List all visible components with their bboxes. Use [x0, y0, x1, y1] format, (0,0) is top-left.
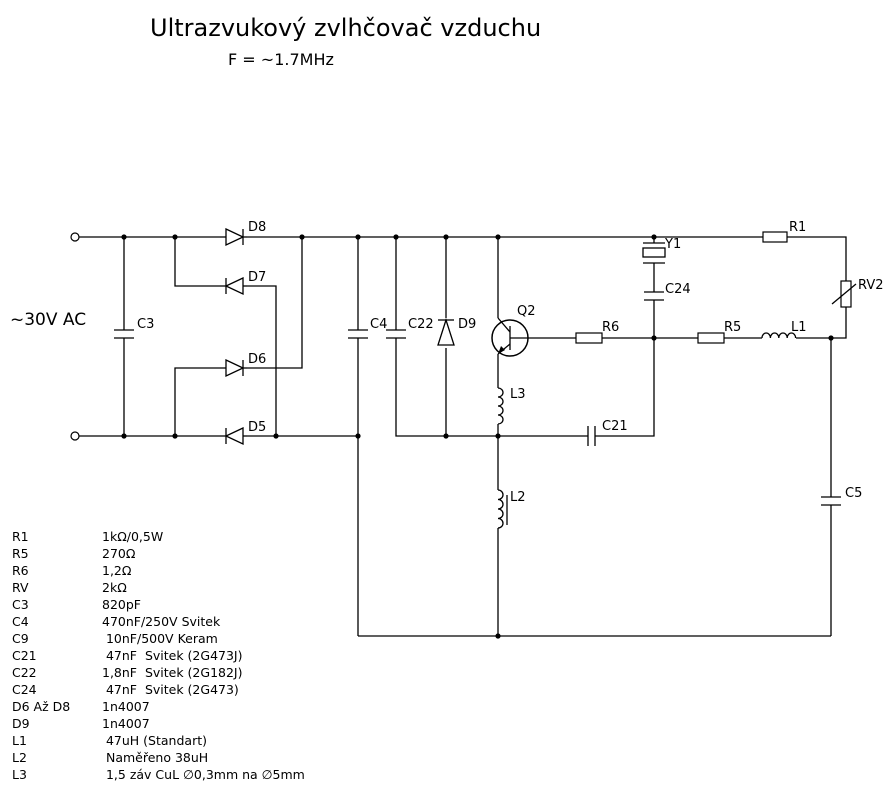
parts-list-value: Naměřeno 38uH [102, 750, 208, 765]
parts-list-value: 47nF Svitek (2G473) [102, 682, 239, 697]
diode-d6-symbol [220, 358, 247, 378]
capacitor-c5-symbol [821, 496, 841, 506]
label-r1: R1 [789, 220, 806, 235]
terminal-top [70, 232, 80, 242]
parts-list-value: 2kΩ [102, 580, 127, 595]
label-q2: Q2 [517, 304, 536, 319]
terminal-bottom [70, 431, 80, 441]
label-l3: L3 [510, 387, 526, 402]
capacitor-c3-symbol [114, 329, 134, 339]
component-labels: D8 D7 D6 D5 C3 C4 C22 D9 Q2 Y1 C24 R1 RV… [137, 220, 884, 505]
parts-list-value: 1kΩ/0,5W [102, 529, 163, 544]
parts-list-value: 1n4007 [102, 699, 150, 714]
parts-list-ref: L1 [12, 733, 27, 748]
parts-list-value: 270Ω [102, 546, 136, 561]
label-c21: C21 [602, 419, 628, 434]
junction-dots [121, 234, 834, 639]
inductor-l1-symbol [761, 332, 797, 339]
diode-d8-symbol [220, 227, 247, 247]
inductor-l2-symbol [497, 489, 508, 529]
potentiometer-rv2-symbol [831, 280, 857, 308]
parts-list-value: 47uH (Standart) [102, 733, 207, 748]
label-d9: D9 [458, 317, 476, 332]
parts-list-value: 1,2Ω [102, 563, 132, 578]
wires [79, 236, 847, 637]
label-rv2: RV2 [858, 278, 884, 293]
label-r5: R5 [724, 320, 741, 335]
parts-list-value: 10nF/500V Keram [102, 631, 218, 646]
capacitor-c21-symbol [587, 426, 596, 446]
capacitor-c24-symbol [644, 291, 664, 301]
label-c5: C5 [845, 486, 862, 501]
parts-list-ref: C22 [12, 665, 37, 680]
parts-list-value: 1,8nF Svitek (2G182J) [102, 665, 243, 680]
label-d5: D5 [248, 420, 266, 435]
label-c4: C4 [370, 317, 387, 332]
parts-list-ref: D6 Až D8 [12, 699, 70, 714]
parts-list-ref: D9 [12, 716, 30, 731]
parts-list-ref: R6 [12, 563, 29, 578]
label-c24: C24 [665, 282, 691, 297]
label-d6: D6 [248, 352, 266, 367]
parts-list-value: 820pF [102, 597, 141, 612]
inductor-l3-symbol [497, 387, 504, 425]
input-voltage-label: ~30V AC [10, 310, 86, 330]
label-l2: L2 [510, 490, 526, 505]
parts-list-ref: RV [12, 580, 29, 595]
parts-list-ref: C3 [12, 597, 29, 612]
frequency-label: F = ~1.7MHz [228, 50, 334, 69]
label-c22: C22 [408, 317, 434, 332]
label-r6: R6 [602, 320, 619, 335]
label-l1: L1 [791, 320, 807, 335]
parts-list-ref: C21 [12, 648, 37, 663]
crystal-y1-symbol [642, 242, 666, 264]
parts-list-ref: L3 [12, 767, 27, 782]
resistor-r1-symbol [762, 231, 788, 243]
diode-d9-symbol [437, 317, 455, 348]
diagram-title: Ultrazvukový zvlhčovač vzduchu [150, 14, 541, 42]
parts-list-ref: C4 [12, 614, 29, 629]
label-c3: C3 [137, 317, 154, 332]
parts-list-value: 470nF/250V Svitek [102, 614, 221, 629]
resistor-r6-symbol [575, 332, 603, 344]
capacitor-c4-symbol [348, 329, 368, 339]
parts-list: R1 1kΩ/0,5W R5 270Ω R6 1,2Ω RV 2kΩ C3 820pF C4 470n… [12, 529, 305, 782]
parts-list-value: 1,5 záv CuL ∅0,3mm na ∅5mm [102, 767, 305, 782]
parts-list-ref: C9 [12, 631, 29, 646]
parts-list-ref: L2 [12, 750, 27, 765]
label-d7: D7 [248, 270, 266, 285]
diode-d5-symbol [220, 426, 247, 446]
parts-list-ref: C24 [12, 682, 37, 697]
parts-list-value: 1n4007 [102, 716, 150, 731]
capacitor-c22-symbol [386, 329, 406, 339]
parts-list-ref: R1 [12, 529, 29, 544]
parts-list-value: 47nF Svitek (2G473J) [102, 648, 243, 663]
resistor-r5-symbol [697, 332, 725, 344]
label-y1: Y1 [664, 237, 681, 252]
diode-d7-symbol [220, 276, 247, 296]
parts-list-ref: R5 [12, 546, 29, 561]
label-d8: D8 [248, 220, 266, 235]
transistor-q2-symbol [491, 317, 529, 357]
